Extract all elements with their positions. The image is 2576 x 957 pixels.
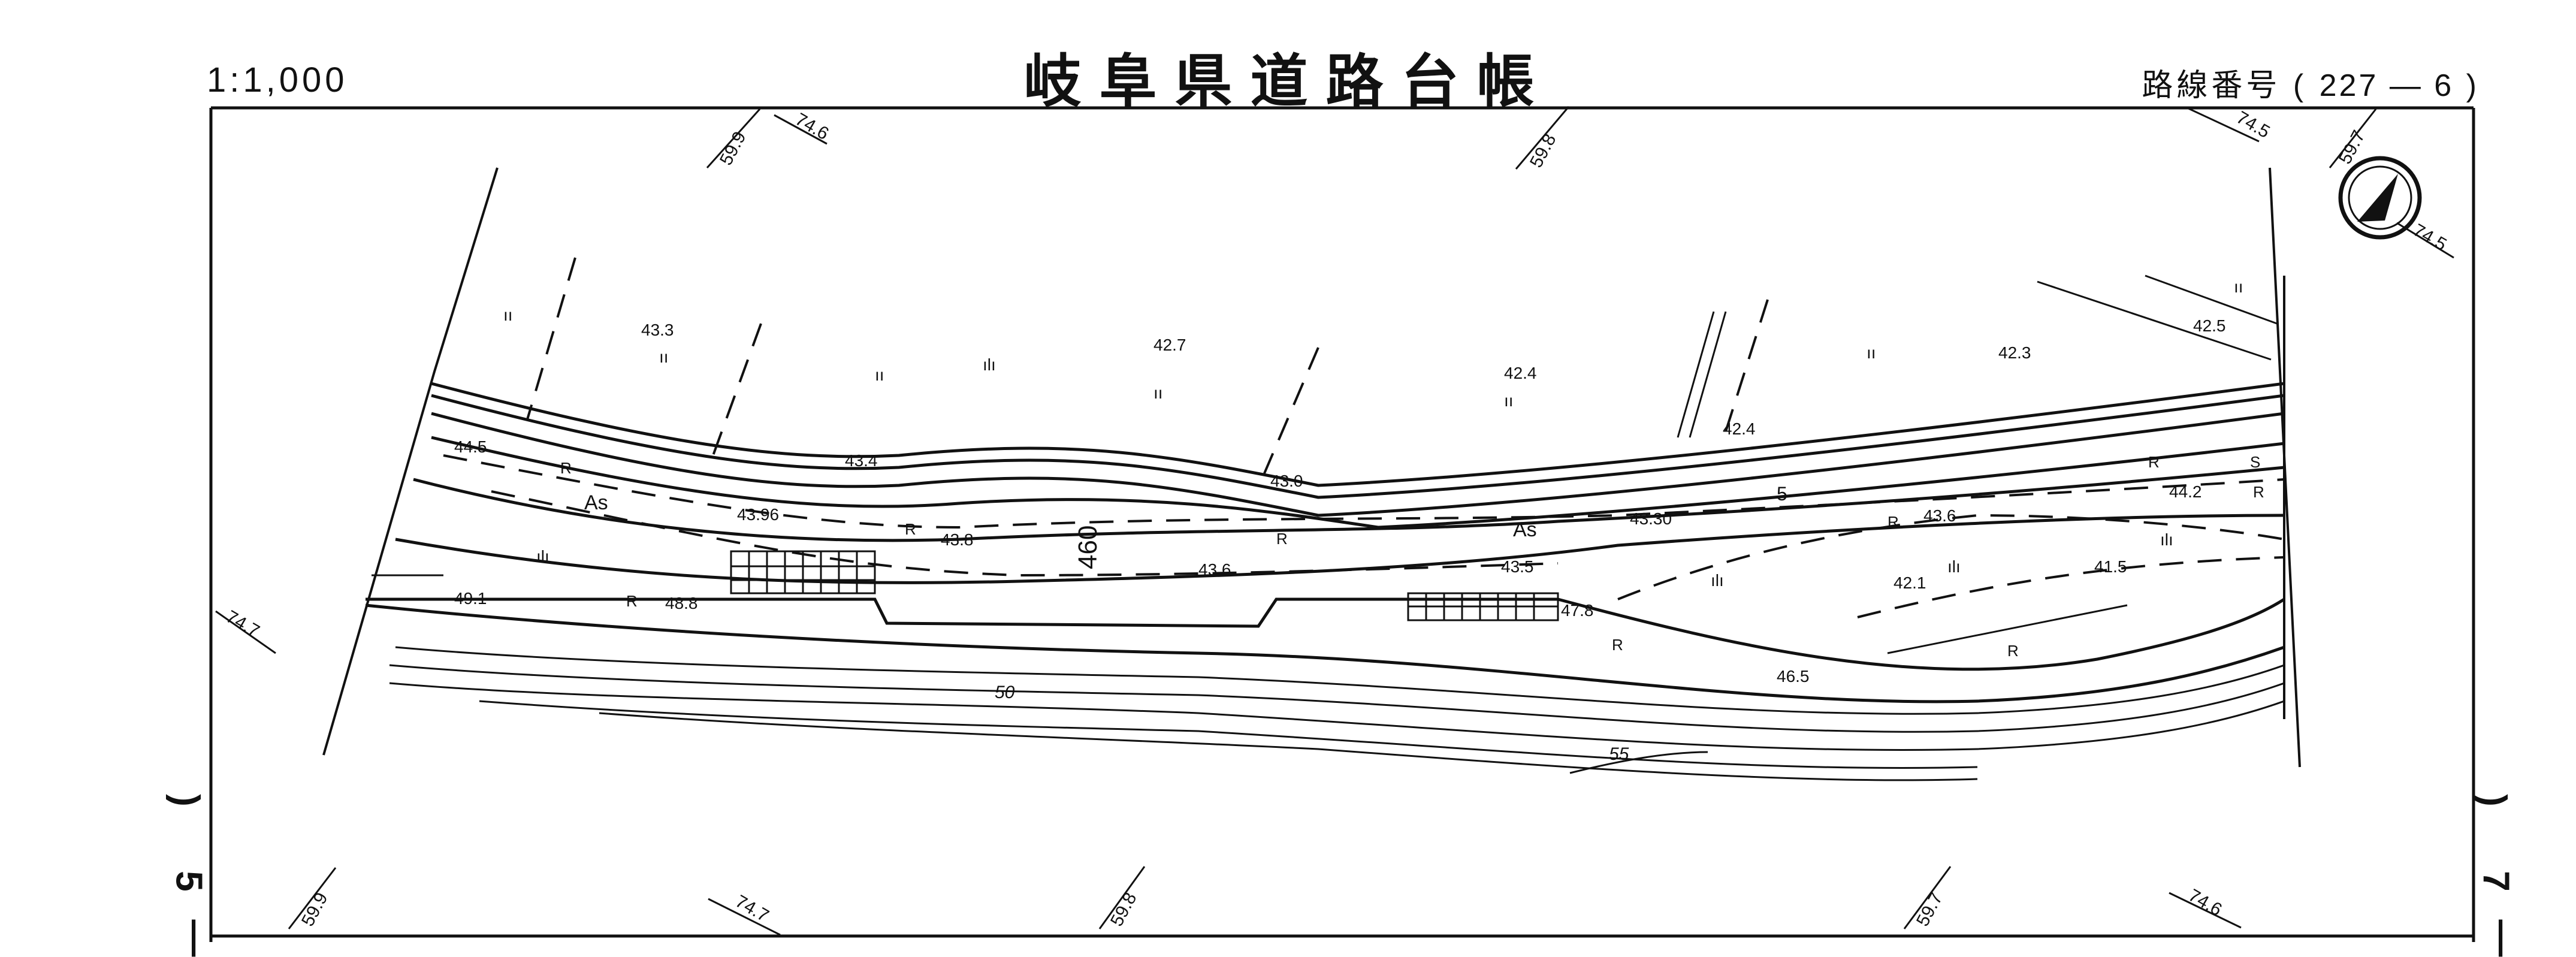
spot-elevation: 43.6 [1923,506,1956,525]
grass-mark: ılı [1947,557,1961,576]
map-mark: 5 [1777,483,1787,505]
plan-boundaries [322,167,2301,768]
spot-elevation: 43.8 [941,530,974,549]
surface-label: As [1513,518,1537,541]
spot-elevation: 43.96 [737,505,779,524]
surface-label: As [584,491,608,514]
field-mark: ıı [1867,343,1876,362]
grid-x-label-top-1: 59.9 [716,128,750,168]
contour-label: 55 [1609,744,1629,764]
spot-elevation: 42.3 [1998,343,2031,362]
spot-elevation: 48.8 [665,594,698,612]
road-label: R [626,592,638,610]
contour-label: 50 [995,683,1015,702]
contour-lines [389,646,2285,781]
spot-elevation: 49.1 [454,589,487,608]
grid-y-label-side-right: 74.5 [2410,220,2450,255]
field-mark: ıı [2234,277,2243,296]
culvert-hatch [730,550,1559,621]
grid-y-label-side-left: 74.7 [223,606,263,641]
spot-elevation: 44.5 [454,437,487,456]
grid-y-label-top-1: 74.6 [792,109,832,144]
embankment-hachures [372,274,2278,654]
road-lines [365,382,2285,704]
spot-elevation: 46.5 [1777,667,1810,686]
road-label: R [1612,636,1623,654]
map-frame [209,106,2475,942]
page-title: 岐阜県道路台帳 [1023,47,1553,115]
road-label: R [1888,513,1899,531]
field-mark: ıı [1153,384,1163,402]
spot-elevation: 41.5 [2094,557,2127,576]
spot-elevation: 43.4 [845,451,878,470]
road-label: R [560,459,572,477]
spot-elevation: 47.8 [1561,601,1594,620]
spot-elevation: 43.6 [1198,560,1231,579]
route-number: 路線番号 ( 227 — 6 ) [2142,60,2480,105]
road-label: R [905,520,916,538]
road-label: R [1276,530,1288,548]
scale-label: 1:1,000 [207,61,348,99]
grid-x-label-bottom-2: 59.8 [1107,889,1141,929]
field-mark: ıı [1504,391,1514,410]
grid-x-label-top-2: 59.8 [1526,131,1560,171]
road-label: R [2007,642,2019,660]
spot-elevation: 43.0 [1270,472,1303,490]
grid-x-label-bottom-3: 59.7 [1913,889,1947,929]
grass-mark: ılı [983,355,996,374]
spot-elevation: 43.5 [1501,557,1534,576]
route-label: 路線番号 [2142,68,2281,103]
spot-elevation: 42.1 [1894,573,1926,592]
grid-y-label-top-2: 74.5 [2233,107,2273,142]
field-mark: ıı [659,348,669,366]
spot-elevation: 43.3 [641,321,674,339]
road-label: R [2148,453,2160,471]
road-label: S [2250,453,2260,471]
road-label: R [2253,483,2264,501]
grid-x-label-bottom-1: 59.9 [298,889,332,929]
field-mark: ıı [503,306,513,324]
grid-y-label-bottom-2: 74.6 [2185,885,2225,920]
route-number-value: 227 — 6 [2319,68,2454,103]
spot-elevation: 42.7 [1153,336,1186,354]
grass-mark: ılı [536,547,549,566]
field-mark: ıı [875,366,884,384]
spot-elevation: 42.5 [2193,316,2226,335]
spot-elevation: 43.30 [1630,509,1672,528]
spot-elevation: 44.2 [2169,482,2202,501]
spot-elevation: 42.4 [1723,419,1756,438]
station-number: 460 [1073,526,1103,569]
route-close-paren: ) [2466,68,2480,103]
route-open-paren: ( [2293,68,2308,103]
grass-mark: ılı [2160,530,2173,549]
north-arrow-icon [2338,156,2422,240]
grass-mark: ılı [1711,571,1724,590]
spot-elevation: 42.4 [1504,364,1537,382]
